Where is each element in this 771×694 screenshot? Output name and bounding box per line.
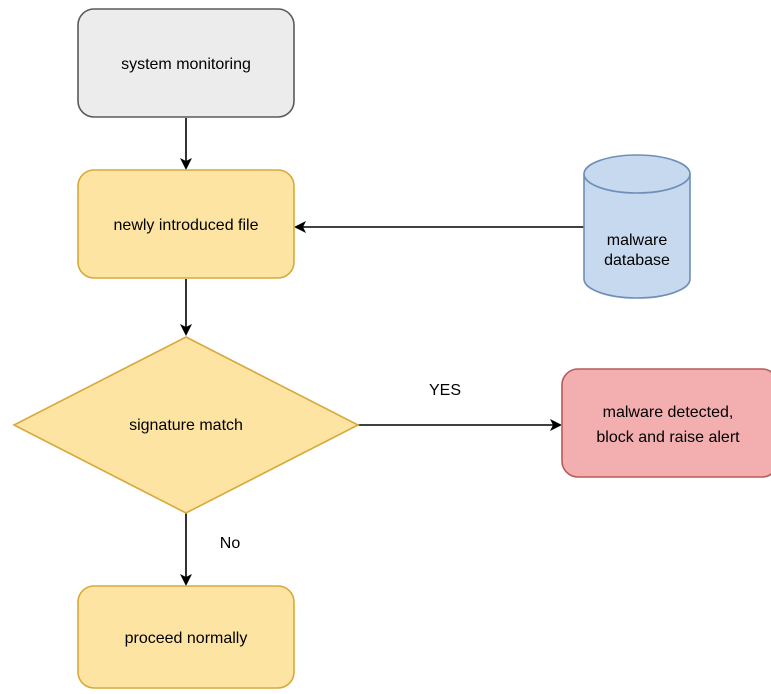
node-malware-database: malware database bbox=[583, 154, 691, 299]
malware-detected-label-line1: malware detected, bbox=[603, 404, 734, 421]
node-signature-match: signature match bbox=[12, 336, 360, 514]
proceed-normally-box bbox=[77, 585, 295, 689]
node-malware-detected: malware detected, block and raise alert bbox=[561, 368, 771, 478]
system-monitoring-box bbox=[77, 8, 295, 118]
no-label: No bbox=[220, 535, 241, 552]
connectors bbox=[180, 118, 584, 586]
node-newly-introduced-file: newly introduced file bbox=[77, 169, 295, 279]
signature-match-label: signature match bbox=[129, 417, 243, 434]
newly-introduced-file-box bbox=[77, 169, 295, 279]
system-monitoring-label: system monitoring bbox=[121, 56, 251, 73]
node-proceed-normally: proceed normally bbox=[77, 585, 295, 689]
proceed-normally-label: proceed normally bbox=[125, 630, 248, 647]
signature-match-diamond bbox=[12, 336, 360, 514]
node-system-monitoring: system monitoring bbox=[77, 8, 295, 118]
malware-database-label-line1: malware bbox=[607, 232, 668, 249]
yes-label: YES bbox=[429, 382, 461, 399]
database-cylinder-body bbox=[583, 174, 691, 299]
database-cylinder-top bbox=[583, 154, 691, 194]
malware-detected-box bbox=[561, 368, 771, 478]
malware-database-label-line2: database bbox=[604, 252, 670, 269]
newly-introduced-file-label: newly introduced file bbox=[114, 217, 259, 234]
malware-detected-label-line2: block and raise alert bbox=[596, 429, 740, 446]
